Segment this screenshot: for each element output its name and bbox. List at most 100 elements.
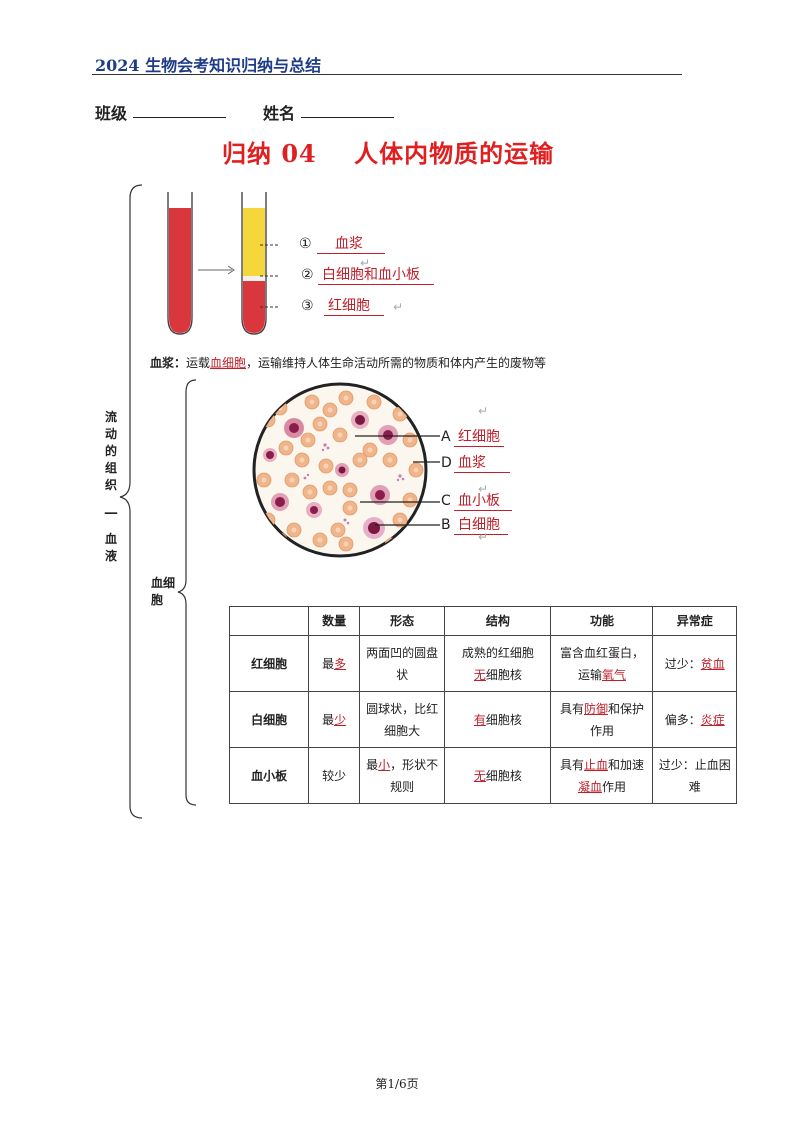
header-title: 2024 生物会考知识归纳与总结 [95, 56, 322, 75]
function-text-mid: 和加速 [607, 757, 644, 772]
cell-function: 具有止血和加速凝血作用 [550, 747, 654, 804]
tube-left-blood [169, 208, 191, 333]
red-blood-cell-center [397, 517, 403, 523]
red-blood-cell-center [327, 485, 333, 491]
function-answer: 防御 [583, 701, 608, 716]
function-text-mid: 和保护作用 [589, 701, 644, 738]
shape-text: 圆球状，比红细胞大 [366, 701, 439, 738]
tube-marker-2: ② [301, 267, 314, 283]
red-blood-cell-center [309, 399, 315, 405]
page-title: 归纳 04 人体内物质的运输 [222, 139, 555, 168]
label-C-answer[interactable]: 血小板 [454, 493, 512, 511]
platelets [303, 443, 405, 525]
cell-disorder: 过少：止血困难 [652, 747, 737, 804]
red-blood-cell-center [317, 421, 323, 427]
tube-marker-3: ③ [301, 298, 314, 314]
structure-text-after: 细胞核 [485, 712, 522, 727]
label-D-letter: D [441, 455, 452, 471]
side-label-blood: 血液 [104, 532, 117, 563]
count-text: 最 [322, 712, 335, 727]
red-blood-cell-center [307, 489, 313, 495]
tube-left-outline [167, 192, 193, 335]
plasma-description: 血浆：运载血细胞，运输维持人体生命活动所需的物质和体内产生的废物等 [150, 354, 546, 371]
cell-count: 较少 [308, 747, 360, 804]
tube-answer-rbc[interactable]: 红细胞 [324, 298, 384, 316]
tube-answer-wbc-platelet[interactable]: 白细胞和血小板 [318, 267, 434, 285]
table-header: 功能 [550, 606, 654, 636]
red-blood-cell-center [323, 463, 329, 469]
disorder-answer: 贫血 [700, 656, 725, 671]
label-B-answer[interactable]: 白细胞 [454, 517, 508, 535]
class-label: 班级 [95, 104, 128, 123]
tube-right-outline [241, 192, 267, 335]
tube-answer-plasma-text: 血浆 [335, 236, 363, 252]
red-blood-cell-center [347, 505, 353, 511]
red-blood-cell-center [337, 432, 343, 438]
table-header: 结构 [444, 606, 552, 636]
tube-layer-plasma [243, 208, 265, 276]
red-blood-cell-center [413, 467, 419, 473]
structure-text-after: 细胞核 [485, 667, 522, 682]
cell-disorder: 偏多：炎症 [652, 691, 737, 748]
class-blank[interactable] [133, 101, 226, 118]
structure-answer: 无 [473, 768, 486, 783]
cell-disorder: 过少：贫血 [652, 635, 737, 692]
label-B-letter: B [441, 517, 451, 533]
red-blood-cell-center [367, 447, 373, 453]
table-header-row: 数量 形态 结构 功能 异常症 [228, 606, 737, 636]
label-A-answer[interactable]: 红细胞 [454, 429, 504, 447]
red-blood-cell-center [261, 477, 267, 483]
structure-answer: 无 [473, 667, 486, 682]
red-blood-cell-center [371, 399, 377, 405]
side-label-dash: — [104, 505, 118, 521]
plasma-text-underlined: 血细胞 [210, 356, 247, 370]
page-number: 第1/6页 [375, 1077, 419, 1091]
function-text-after: 作用 [601, 779, 626, 794]
name-label: 姓名 [263, 104, 296, 123]
table-header: 异常症 [652, 606, 737, 636]
red-blood-cell-center [397, 411, 403, 417]
function-answer-2: 凝血 [577, 779, 602, 794]
label-D-answer[interactable]: 血浆 [454, 455, 510, 473]
plasma-text-after: ，运输维持人体生命活动所需的物质和体内产生的废物等 [246, 356, 547, 370]
cell-count: 最少 [308, 691, 360, 748]
tube-layer-buffy [243, 276, 265, 281]
white-blood-cells [263, 411, 398, 539]
micrograph-leader-lines [355, 435, 440, 526]
red-blood-cell [272, 532, 288, 548]
label-A-letter: A [441, 429, 451, 445]
cell-shape: 最小，形状不规则 [358, 747, 446, 804]
red-blood-cell-center [347, 487, 353, 493]
cell-structure: 有细胞核 [444, 691, 552, 748]
red-blood-cell-center [305, 437, 311, 443]
red-blood-cell-center [327, 407, 333, 413]
red-blood-cell-center [317, 537, 323, 543]
disorder-text: 偏多： [664, 712, 701, 727]
red-blood-cell-center [357, 457, 363, 463]
function-answer: 止血 [583, 757, 608, 772]
row-name: 红细胞 [228, 635, 310, 692]
tube-answer-plasma[interactable]: 血浆 [317, 236, 385, 254]
cell-shape: 两面凹的圆盘状 [358, 635, 446, 692]
red-blood-cell-center [407, 497, 413, 503]
function-text: 富含血红蛋白，运输 [559, 645, 644, 682]
table-header [228, 606, 310, 636]
plasma-text-before: 运载 [186, 356, 211, 370]
red-blood-cell-center [289, 477, 295, 483]
function-answer: 氧气 [601, 667, 626, 682]
red-blood-cell-center [283, 445, 289, 451]
header-divider [92, 74, 682, 75]
function-text: 具有 [559, 701, 584, 716]
shape-text: 最 [366, 757, 379, 772]
red-blood-cell-center [299, 457, 305, 463]
label-C-letter: C [441, 493, 451, 509]
test-tube-illustration [167, 192, 280, 335]
blood-cell-table: 数量 形态 结构 功能 异常症 红细胞最多两面凹的圆盘状成熟的红细胞无细胞核富含… [228, 606, 737, 804]
red-blood-cell-center [343, 395, 349, 401]
red-blood-cell-center [277, 537, 283, 543]
structure-answer: 有 [473, 712, 486, 727]
disorder-text: 过少： [664, 656, 701, 671]
blood-cell-label: 血细胞 [151, 576, 176, 607]
name-blank[interactable] [301, 101, 394, 118]
